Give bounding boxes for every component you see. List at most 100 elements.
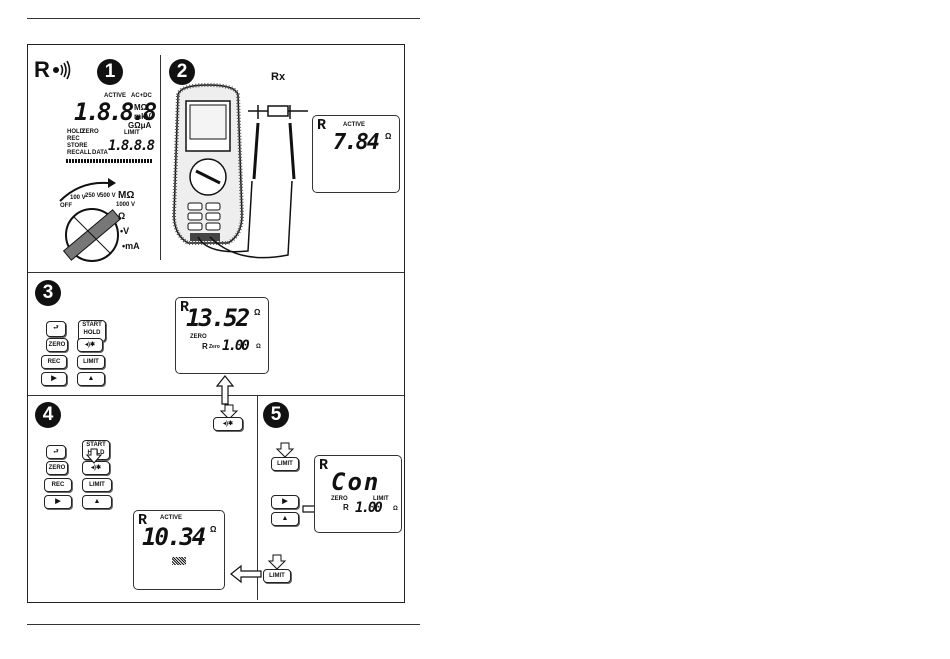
- lcd-mode: R: [319, 457, 329, 474]
- up-arrow-icon: ▲: [87, 375, 95, 382]
- lcd-store: STORE: [67, 143, 88, 149]
- enter-key[interactable]: ⮐: [46, 445, 66, 459]
- lcd-data: DATA: [92, 150, 108, 156]
- lcd-limit: LIMIT: [373, 496, 389, 502]
- lcd-rec: REC: [67, 136, 80, 142]
- zero-key[interactable]: ZERO: [46, 338, 68, 352]
- lcd-active: ACTIVE: [104, 93, 127, 99]
- step-badge-3: 3: [35, 280, 61, 306]
- lcd-panel-2: R ACTIVE 7.84 Ω: [312, 115, 400, 193]
- lcd-mode: R: [138, 512, 148, 529]
- meter-with-probes: [171, 82, 308, 259]
- step-badge-4: 4: [35, 402, 61, 428]
- divider-row2: [28, 395, 404, 396]
- lcd-panel-3: R 13.52 Ω ZERO R Zero 1.00 Ω: [175, 297, 269, 374]
- divider-top-vertical: [160, 55, 161, 260]
- dial-ohm: Ω: [118, 211, 126, 221]
- lcd-rzero-value: 1.00: [222, 338, 250, 354]
- rec-key[interactable]: REC: [44, 478, 72, 492]
- dial-250v: 250 V: [85, 193, 101, 199]
- lcd-limit: LIMIT: [124, 130, 140, 136]
- lcd-r-value: 1.00: [355, 500, 383, 516]
- dial-volt: •V: [120, 226, 130, 236]
- lcd-value: 7.84: [333, 130, 380, 155]
- lcd-active: ACTIVE: [160, 515, 183, 521]
- rec-key[interactable]: REC: [41, 355, 67, 369]
- right-key[interactable]: ▶: [41, 372, 67, 386]
- divider-bottom-vertical: [257, 395, 258, 600]
- up-key[interactable]: ▲: [77, 372, 105, 386]
- up-key[interactable]: ▲: [82, 495, 112, 509]
- lcd-hold: HOLD: [67, 129, 84, 135]
- lcd-zero: ZERO: [190, 334, 207, 340]
- lcd-recall: RECALL: [67, 150, 92, 156]
- lcd-rzero-sub: Zero: [209, 344, 220, 350]
- lcd-hatch: [172, 557, 186, 565]
- lcd-panel-5: R Con ZERO LIMIT R 1.00 Ω: [314, 455, 402, 533]
- lcd-value: 10.34: [142, 523, 206, 551]
- lcd-unit: Ω: [210, 525, 217, 534]
- lcd-acdc: AC+DC: [131, 93, 152, 99]
- buzzer-icon: ◂)✱: [90, 465, 102, 471]
- divider-row1: [28, 272, 404, 273]
- rotary-dial: [59, 178, 122, 262]
- buzzer-icon: [53, 60, 71, 80]
- lcd-all-segments: ACTIVE AC+DC 1.8.8.8 MΩ mkV GΩμA HOLD ZE…: [66, 89, 157, 163]
- lcd-rzero-label: R: [202, 342, 208, 351]
- limit-key[interactable]: LIMIT: [82, 478, 112, 492]
- lcd-unit: Ω: [385, 132, 392, 141]
- play-icon: ▶: [51, 375, 57, 382]
- lcd-zero: ZERO: [331, 496, 348, 502]
- lcd-value: 13.52: [186, 304, 250, 332]
- step-badge-1: 1: [97, 59, 123, 85]
- dial-500v: 500 V: [100, 193, 116, 199]
- down-arrow-icon: [275, 442, 295, 458]
- up-arrow-icon: ▲: [93, 498, 101, 505]
- down-arrow-icon: [85, 448, 103, 464]
- step-badge-2: 2: [169, 59, 195, 85]
- lcd-mode: R: [180, 299, 190, 316]
- play-icon: ▶: [55, 498, 61, 505]
- instruction-figure: R 1 ACTIVE AC+DC 1.8.8.8 MΩ mkV GΩμA HOL…: [27, 44, 405, 603]
- enter-key[interactable]: ⮐: [46, 321, 66, 337]
- header-rule: [27, 18, 420, 19]
- right-key[interactable]: ▶: [271, 495, 299, 509]
- lcd-active: ACTIVE: [343, 122, 366, 128]
- zero-key[interactable]: ZERO: [46, 461, 68, 475]
- backlight-key[interactable]: ◂)✱: [213, 417, 243, 431]
- down-arrow-icon: [267, 554, 287, 570]
- limit-key[interactable]: LIMIT: [271, 457, 299, 471]
- enter-icon: ⮐: [53, 325, 59, 331]
- buzzer-icon: ◂)✱: [84, 342, 96, 348]
- lcd-unit-mohm: MΩ: [134, 103, 148, 112]
- lcd-r-label: R: [343, 503, 349, 512]
- lcd-rzero-unit: Ω: [256, 344, 261, 350]
- mode-letter: R: [34, 57, 50, 82]
- lcd-unit: Ω: [254, 308, 261, 317]
- pressed-backlight-key[interactable]: ◂)✱: [213, 404, 245, 431]
- up-arrow-icon: [215, 375, 235, 405]
- buzzer-icon: ◂)✱: [222, 421, 234, 427]
- up-key[interactable]: ▲: [271, 512, 299, 526]
- lcd-value: Con: [331, 468, 381, 496]
- lcd-small-digits: 1.8.8.8: [108, 138, 155, 154]
- dial-ma: •mA: [122, 241, 140, 251]
- lcd-digits: 1.8.8.8: [74, 98, 157, 126]
- lcd-zero: ZERO: [82, 129, 99, 135]
- right-key[interactable]: ▶: [44, 495, 72, 509]
- limit-key[interactable]: LIMIT: [77, 355, 105, 369]
- lcd-mode: R: [317, 117, 327, 134]
- backlight-key[interactable]: ◂)✱: [77, 338, 103, 352]
- lcd-bargraph: [66, 159, 152, 163]
- lcd-unit-mkv: mkV: [134, 112, 151, 121]
- limit-key-2[interactable]: LIMIT: [263, 569, 291, 583]
- play-icon: ▶: [282, 498, 288, 505]
- lcd-panel-4: R ACTIVE 10.34 Ω: [133, 510, 225, 590]
- start-label: START: [82, 322, 102, 328]
- backlight-key-pressed[interactable]: ◂)✱: [82, 461, 110, 475]
- step-badge-5: 5: [263, 402, 289, 428]
- up-arrow-icon: ▲: [281, 515, 289, 522]
- resistor-label: Rx: [271, 71, 286, 83]
- dial-100v: 100 V: [70, 195, 86, 201]
- enter-icon: ⮐: [53, 449, 59, 455]
